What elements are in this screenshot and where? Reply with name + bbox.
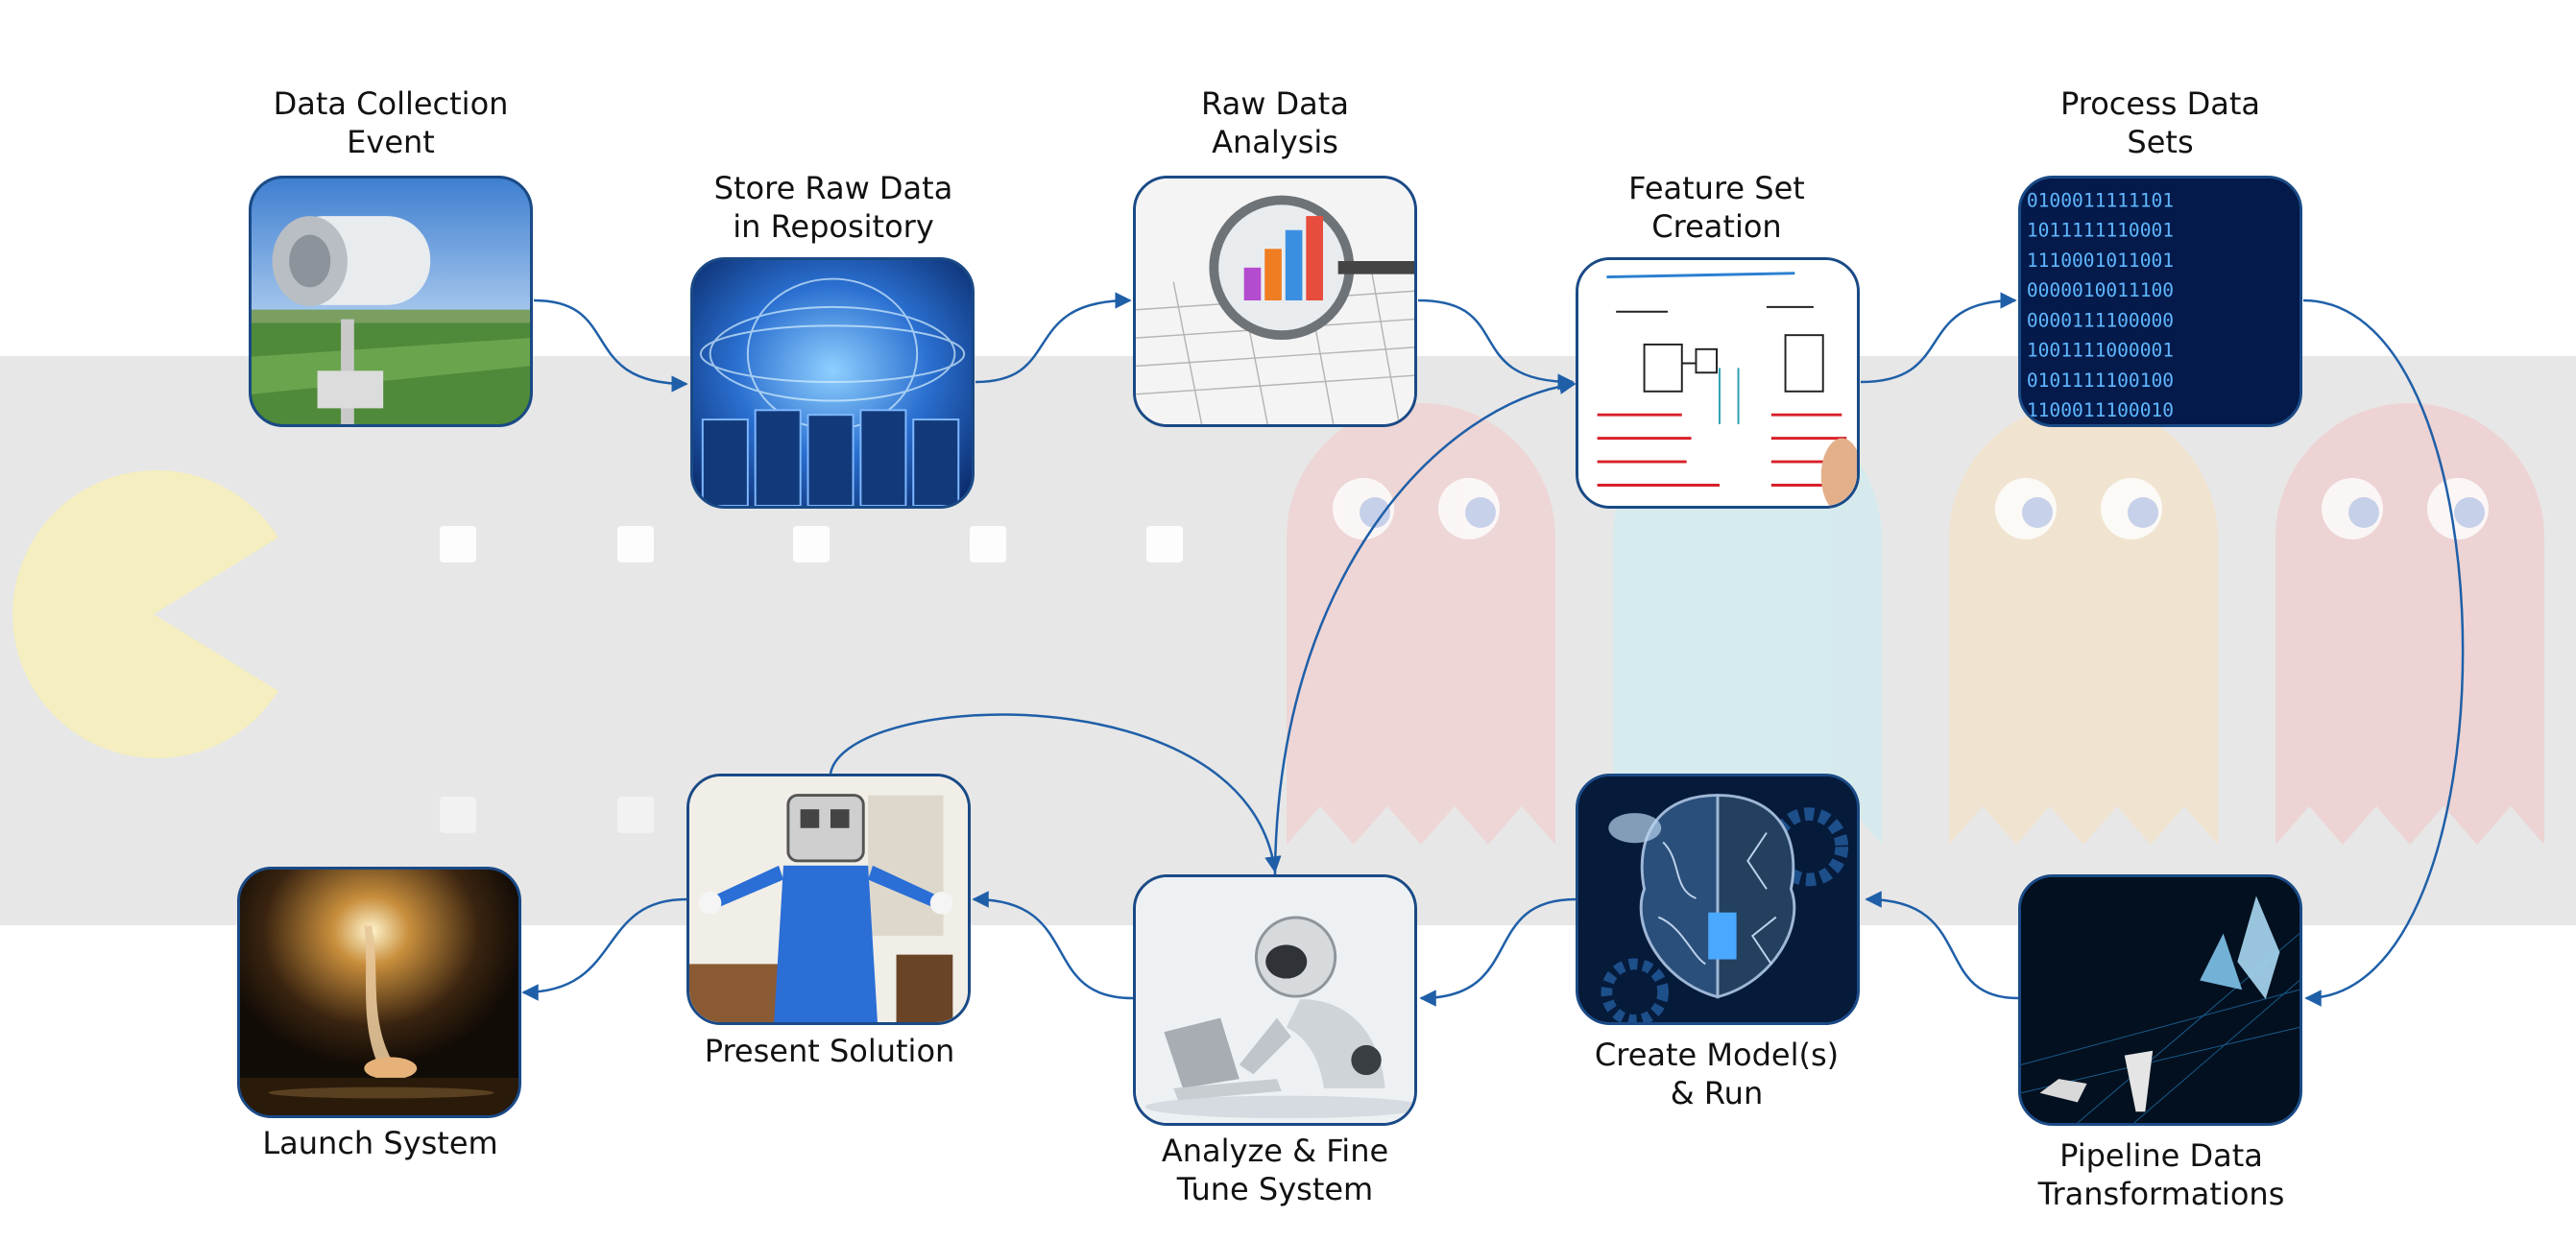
node-label-line: Event	[189, 123, 592, 161]
svg-text:0000010011100: 0000010011100	[2027, 279, 2174, 301]
node-image-lidar-sensor	[249, 176, 533, 427]
svg-text:1001111000001: 1001111000001	[2027, 340, 2174, 362]
node-label: Data Collection Event	[189, 84, 592, 161]
node-label-line: Feature Set	[1515, 169, 1918, 207]
node-image-butterfly-transformation	[2018, 874, 2302, 1126]
node-label-line: Sets	[1959, 123, 2362, 161]
node-label-line: Analyze & Fine	[1073, 1132, 1477, 1170]
node-label-line: Raw Data	[1073, 84, 1477, 123]
node-image-binary-code: 0100011111101 1011111110001 111000101100…	[2018, 176, 2302, 427]
node-label: Process Data Sets	[1959, 84, 2362, 161]
node-image-whiteboard	[1576, 257, 1860, 509]
node-label: Store Raw Data in Repository	[632, 169, 1035, 246]
node-label-line: in Repository	[632, 207, 1035, 246]
node-label-line: Store Raw Data	[632, 169, 1035, 207]
node-image-server-network	[690, 257, 975, 509]
node-label-line: Data Collection	[189, 84, 592, 123]
node-label-line: Pipeline Data	[1960, 1136, 2363, 1175]
node-label-line: Process Data	[1959, 84, 2362, 123]
node-label-line: Present Solution	[628, 1032, 1031, 1070]
node-label-line: Launch System	[179, 1124, 582, 1162]
svg-text:1110001011001: 1110001011001	[2027, 250, 2174, 272]
node-label: Create Model(s) & Run	[1515, 1036, 1918, 1112]
node-image-rocket-launch	[237, 867, 521, 1118]
svg-text:0100011111101: 0100011111101	[2027, 189, 2174, 211]
node-label: Present Solution	[628, 1032, 1031, 1070]
node-label: Launch System	[179, 1124, 582, 1162]
node-label-line: Transformations	[1960, 1175, 2363, 1213]
node-label: Raw Data Analysis	[1073, 84, 1477, 161]
node-label-line: Create Model(s)	[1515, 1036, 1918, 1074]
node-image-robot-laptop	[1133, 874, 1417, 1126]
node-label: Feature Set Creation	[1515, 169, 1918, 246]
node-label-line: Creation	[1515, 207, 1918, 246]
node-image-presenter-costume	[686, 774, 971, 1025]
svg-text:0000111100000: 0000111100000	[2027, 309, 2174, 331]
node-label-line: & Run	[1515, 1074, 1918, 1112]
svg-text:1100011100010: 1100011100010	[2027, 399, 2174, 421]
svg-text:1011111110001: 1011111110001	[2027, 220, 2174, 242]
node-label: Pipeline Data Transformations	[1960, 1136, 2363, 1213]
node-label-line: Tune System	[1073, 1170, 1477, 1208]
node-image-brain-circuit	[1576, 774, 1860, 1025]
node-image-magnifier-chart	[1133, 176, 1417, 427]
node-label-line: Analysis	[1073, 123, 1477, 161]
node-label: Analyze & Fine Tune System	[1073, 1132, 1477, 1208]
svg-text:0101111100100: 0101111100100	[2027, 370, 2174, 392]
